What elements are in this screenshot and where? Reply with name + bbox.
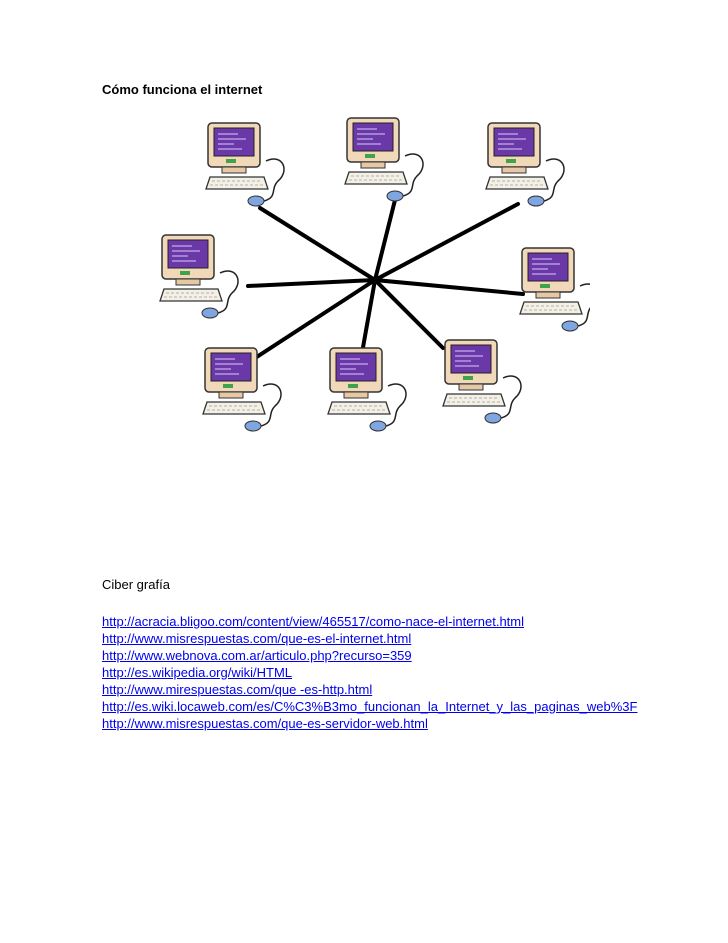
bibliography-link[interactable]: http://www.misrespuestas.com/que-es-el-i…	[102, 631, 412, 646]
page-title: Cómo funciona el internet	[102, 82, 263, 97]
bibliography-link[interactable]: http://www.mirespuestas.com/que -es-http…	[102, 682, 373, 697]
computer-icon	[442, 339, 522, 424]
computer-icon	[344, 117, 424, 202]
network-diagram	[159, 117, 590, 432]
bibliography-heading: Ciber grafía	[102, 577, 170, 592]
bibliography-links: http://acracia.bligoo.com/content/view/4…	[102, 613, 642, 732]
computer-icon	[485, 122, 565, 207]
computer-icon	[159, 234, 239, 319]
bibliography-link[interactable]: http://es.wiki.locaweb.com/es/C%C3%B3mo_…	[102, 699, 638, 714]
bibliography-link[interactable]: http://www.misrespuestas.com/que-es-serv…	[102, 716, 428, 731]
computer-icon	[205, 122, 285, 207]
bibliography-link[interactable]: http://acracia.bligoo.com/content/view/4…	[102, 614, 524, 629]
computer-icon	[202, 347, 282, 432]
bibliography-link[interactable]: http://es.wikipedia.org/wiki/HTML	[102, 665, 293, 680]
bibliography-link[interactable]: http://www.webnova.com.ar/articulo.php?r…	[102, 648, 412, 663]
computer-icon	[519, 247, 590, 332]
computer-icon	[327, 347, 407, 432]
